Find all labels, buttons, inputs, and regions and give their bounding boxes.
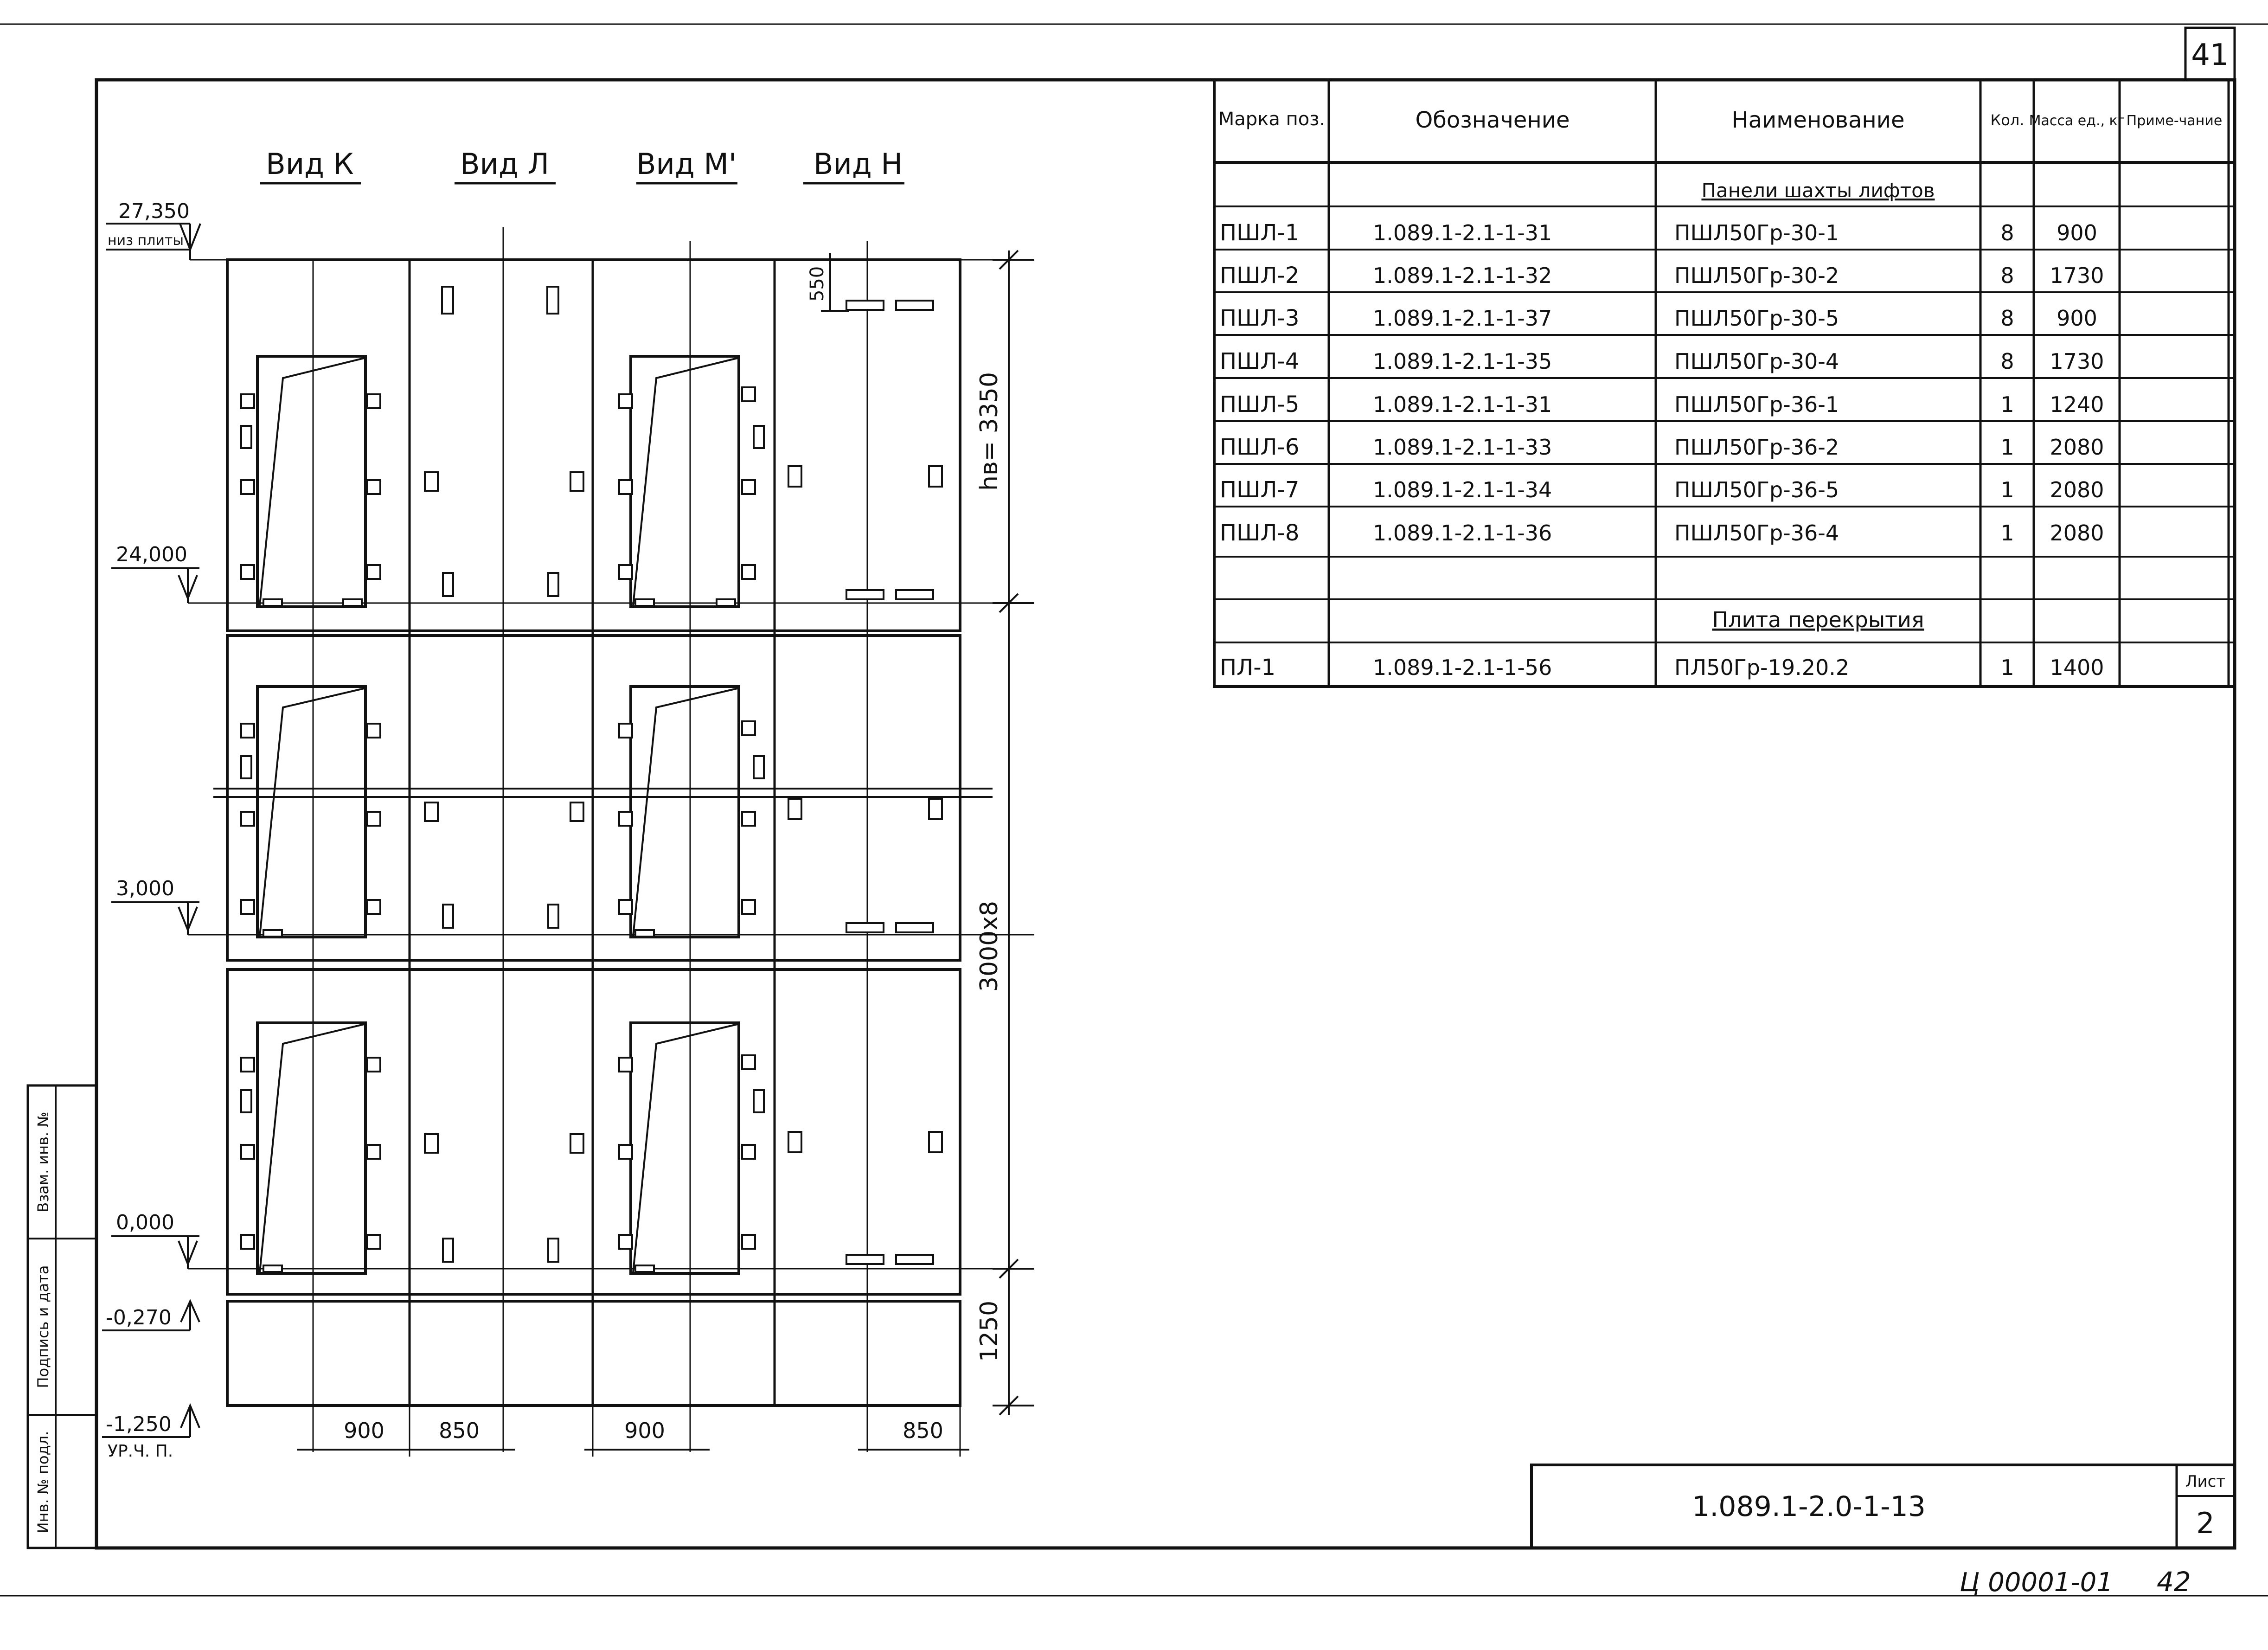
row8-mass: 2080 <box>2050 520 2104 546</box>
sheet-label: Лист <box>2185 1472 2225 1491</box>
row7-qty: 1 <box>2000 477 2014 502</box>
dim-550: 550 <box>807 266 828 302</box>
row8-name: ПШЛ50Гр-36-4 <box>1674 520 1839 546</box>
sheet-number: 2 <box>2196 1506 2214 1540</box>
row1-mass: 900 <box>2057 220 2097 245</box>
dim-bottom-3: 900 <box>624 1418 665 1443</box>
row2-code: 1.089.1-2.1-1-32 <box>1373 263 1552 288</box>
row6-mass: 2080 <box>2050 435 2104 460</box>
row5-name: ПШЛ50Гр-36-1 <box>1674 392 1839 417</box>
elevation-marks: 27,350 низ плиты 24,000 3,000 0,000 -0,2… <box>102 199 1034 1461</box>
row7-mark: ПШЛ-7 <box>1220 477 1299 503</box>
row3-qty: 8 <box>2000 306 2014 331</box>
dim-typical-floors: 3000х8 <box>975 901 1003 992</box>
row3-code: 1.089.1-2.1-1-37 <box>1373 306 1552 331</box>
dim-hb: hв= 3350 <box>975 372 1003 491</box>
header-qty: Кол. <box>1991 111 2025 129</box>
title-block: 1.089.1-2.0-1-13 Лист 2 <box>1530 1464 2236 1549</box>
row3-name: ПШЛ50Гр-30-5 <box>1674 306 1839 331</box>
row5-code: 1.089.1-2.1-1-31 <box>1373 392 1552 417</box>
header-mass: Масса ед., кг <box>2029 113 2125 129</box>
row6-mark: ПШЛ-6 <box>1220 434 1299 460</box>
row7-code: 1.089.1-2.1-1-34 <box>1373 477 1552 502</box>
elevation-top-note: низ плиты <box>108 232 184 249</box>
dim-bottom-1: 900 <box>344 1418 384 1443</box>
side-stamp: Взам. инв. № Подпись и дата Инв. № подл. <box>26 1084 98 1549</box>
vertical-dimensions: hв= 3350 3000х8 1250 550 <box>807 250 1034 1416</box>
header-code: Обозначение <box>1415 107 1570 133</box>
row7-name: ПШЛ50Гр-36-5 <box>1674 477 1839 502</box>
row2-qty: 8 <box>2000 263 2014 288</box>
archive-code: Ц 00001-01 <box>1960 1567 2113 1598</box>
elevation-0000: 0,000 <box>116 1211 174 1234</box>
header-mark: Марка поз. <box>1218 109 1325 130</box>
view-title-k: Вид К <box>266 147 353 181</box>
row1-qty: 8 <box>2000 220 2014 245</box>
row3-mark: ПШЛ-3 <box>1220 305 1299 331</box>
ground-level-note: УР.Ч. П. <box>108 1442 173 1461</box>
row11-qty: 1 <box>2000 655 2014 680</box>
horizontal-dimensions: 900 850 900 850 <box>297 1406 969 1457</box>
header-name: Наименование <box>1731 107 1904 133</box>
dim-bottom-4: 850 <box>903 1418 943 1443</box>
row11-mass: 1400 <box>2050 655 2104 680</box>
row6-qty: 1 <box>2000 435 2014 460</box>
footer: Ц 00001-01 42 <box>1960 1566 2191 1598</box>
row4-name: ПШЛ50Гр-30-4 <box>1674 349 1839 374</box>
row4-code: 1.089.1-2.1-1-35 <box>1373 349 1552 374</box>
row1-mark: ПШЛ-1 <box>1220 220 1299 246</box>
view-titles: Вид К Вид Л Вид М' Вид Н <box>260 147 904 185</box>
row8-mark: ПШЛ-8 <box>1220 520 1299 546</box>
view-title-m: Вид М' <box>636 147 737 181</box>
door-openings <box>256 355 740 1275</box>
row5-mass: 1240 <box>2050 392 2104 417</box>
elevation-3000: 3,000 <box>116 877 174 900</box>
stamp-original-inv: Инв. № подл. <box>34 1431 52 1534</box>
elevation-27350: 27,350 <box>118 199 190 223</box>
row4-qty: 8 <box>2000 349 2014 374</box>
section-heading-slab: Плита перекрытия <box>1712 607 1924 632</box>
header-note: Приме-чание <box>2127 113 2223 129</box>
view-title-n: Вид Н <box>814 147 903 181</box>
document-code: 1.089.1-2.0-1-13 <box>1692 1490 1926 1523</box>
elevation-24000: 24,000 <box>116 543 187 566</box>
page-number-bottom: 42 <box>2157 1566 2191 1598</box>
stamp-signature-date: Подпись и дата <box>34 1265 52 1388</box>
row7-mass: 2080 <box>2050 477 2104 502</box>
row2-mass: 1730 <box>2050 263 2104 288</box>
row11-code: 1.089.1-2.1-1-56 <box>1373 655 1552 680</box>
view-title-l: Вид Л <box>460 147 549 181</box>
sheet-border <box>0 23 2268 1597</box>
row1-code: 1.089.1-2.1-1-31 <box>1373 220 1552 245</box>
row6-name: ПШЛ50Гр-36-2 <box>1674 435 1839 460</box>
row6-code: 1.089.1-2.1-1-33 <box>1373 435 1552 460</box>
elevation-minus-0270: -0,270 <box>106 1306 172 1329</box>
row8-code: 1.089.1-2.1-1-36 <box>1373 520 1552 546</box>
row1-name: ПШЛ50Гр-30-1 <box>1674 220 1839 245</box>
elevation-minus-1250: -1,250 <box>106 1412 172 1436</box>
embedded-parts <box>240 286 943 1273</box>
specification-table: Марка поз. Обозначение Наименование Кол.… <box>1213 78 2236 688</box>
row2-mark: ПШЛ-2 <box>1220 263 1299 289</box>
row3-mass: 900 <box>2057 306 2097 331</box>
row5-qty: 1 <box>2000 392 2014 417</box>
dim-bottom-2: 850 <box>439 1418 480 1443</box>
row5-mark: ПШЛ-5 <box>1220 392 1299 417</box>
row11-name: ПЛ50Гр-19.20.2 <box>1674 655 1849 680</box>
row4-mass: 1730 <box>2050 349 2104 374</box>
row8-qty: 1 <box>2000 520 2014 546</box>
row4-mark: ПШЛ-4 <box>1220 348 1299 374</box>
row11-mark: ПЛ-1 <box>1220 655 1275 681</box>
page-number-top: 41 <box>2191 38 2229 72</box>
stamp-replacement-inv: Взам. инв. № <box>34 1111 52 1212</box>
dim-base: 1250 <box>975 1301 1003 1362</box>
shaft-elevation <box>213 227 993 1452</box>
section-heading-panels: Панели шахты лифтов <box>1701 179 1935 202</box>
page-number-box: 41 <box>2184 26 2236 81</box>
row2-name: ПШЛ50Гр-30-2 <box>1674 263 1839 288</box>
